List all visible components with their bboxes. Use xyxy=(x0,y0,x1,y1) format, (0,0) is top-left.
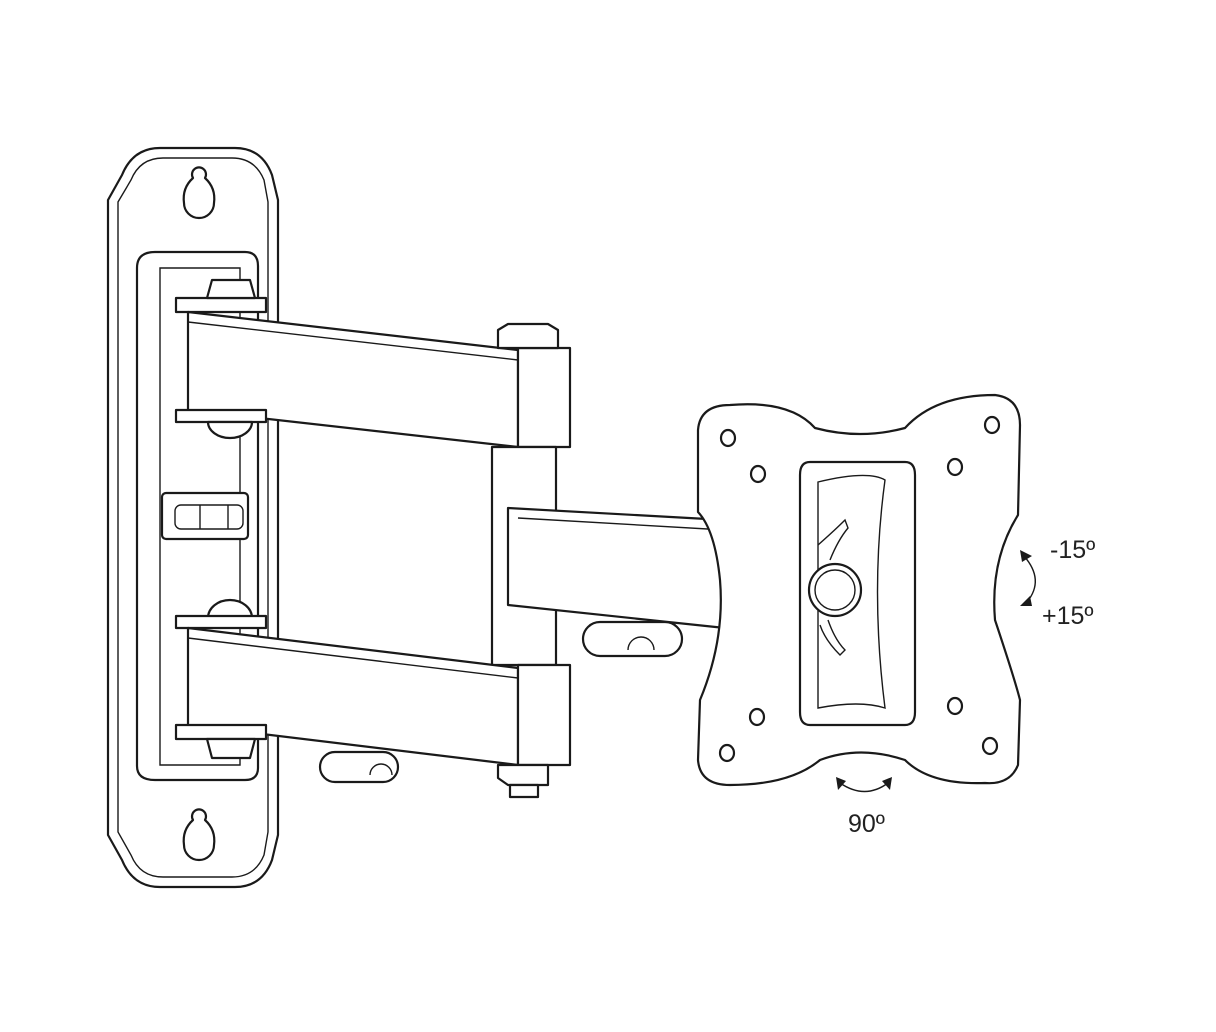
tilt-arrow-icon xyxy=(1020,550,1036,606)
rotation-arrow-icon xyxy=(836,777,892,793)
cable-clip-lower xyxy=(318,750,400,784)
lower-arm xyxy=(174,598,572,799)
rotation-label: 90º xyxy=(848,810,885,838)
upper-arm xyxy=(174,278,572,449)
keyhole-bottom-icon xyxy=(182,808,216,862)
cable-clip-upper xyxy=(581,620,684,658)
tilt-up-label: -15º xyxy=(1050,536,1096,564)
wall-plate xyxy=(106,146,280,889)
vesa-plate xyxy=(696,393,1022,787)
tilt-down-label: +15º xyxy=(1042,602,1094,630)
vesa-holes xyxy=(718,415,1001,763)
keyhole-top-icon xyxy=(182,166,216,220)
